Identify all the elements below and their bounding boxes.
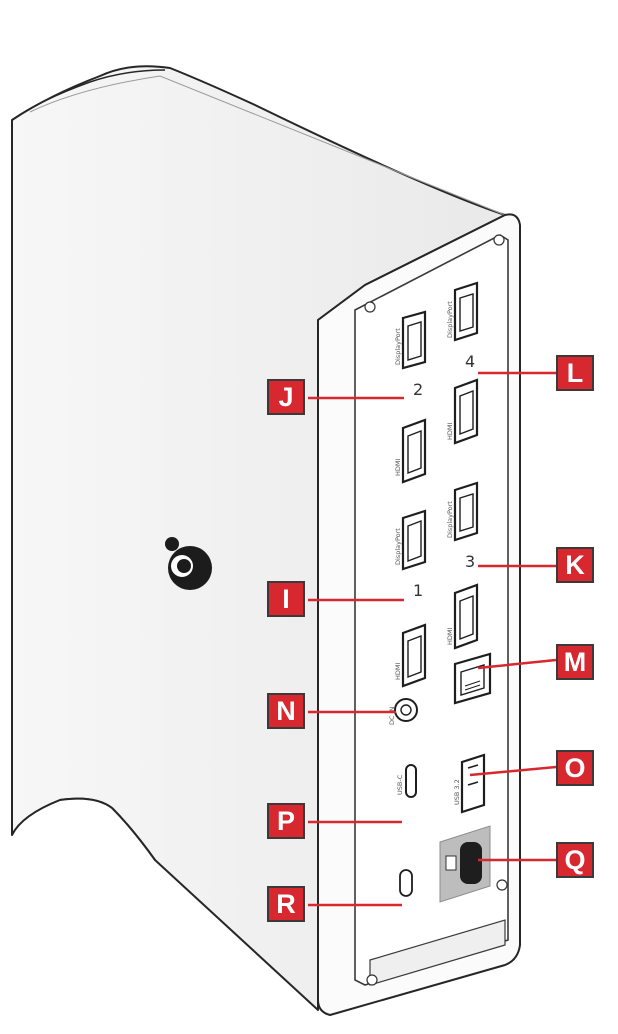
hdmi-port-2	[401, 418, 427, 484]
leader-line-o	[469, 765, 557, 777]
usb-c-port	[405, 764, 417, 798]
port-group-number-3: 3	[465, 552, 475, 571]
port-label-displayport: DisplayPort	[446, 301, 454, 338]
callout-r: R	[267, 886, 305, 922]
screw-icon	[493, 234, 505, 246]
port-group-number-4: 4	[465, 352, 475, 371]
security-lock-slot	[399, 869, 413, 897]
port-label-displayport: DisplayPort	[394, 528, 402, 565]
callout-j: J	[267, 379, 305, 415]
callout-q: Q	[556, 842, 594, 878]
displayport-2	[401, 310, 427, 370]
callout-n: N	[267, 693, 305, 729]
callout-p: P	[267, 803, 305, 839]
port-label-power: DC IN	[388, 706, 396, 725]
leader-line-m	[477, 658, 557, 670]
leader-lines	[308, 371, 557, 907]
port-label-usb-c: USB-C	[396, 774, 404, 795]
port-label-usb-a: USB 3.2	[453, 779, 461, 805]
callout-i: I	[267, 581, 305, 617]
power-switch	[439, 825, 491, 903]
device-body	[11, 65, 506, 1011]
callout-l: L	[556, 355, 594, 391]
port-group-number-2: 2	[413, 380, 423, 399]
displayport-1	[401, 509, 427, 571]
screw-icon	[496, 879, 508, 891]
callout-o: O	[556, 750, 594, 786]
hdmi-port-3	[453, 583, 479, 650]
hdmi-port-4	[453, 378, 479, 445]
port-label-hdmi: HDMI	[446, 627, 454, 645]
displayport-3	[453, 481, 479, 542]
port-group-number-1: 1	[413, 581, 423, 600]
usb-a-ports	[460, 753, 486, 814]
hdmi-port-1	[401, 623, 427, 688]
screw-icon	[366, 974, 378, 986]
power-jack	[394, 698, 418, 722]
callout-k: K	[556, 547, 594, 583]
port-label-displayport: DisplayPort	[394, 328, 402, 365]
screw-icon	[364, 301, 376, 313]
displayport-4	[453, 281, 479, 342]
callout-m: M	[556, 644, 594, 680]
port-label-hdmi: HDMI	[446, 422, 454, 440]
port-label-displayport: DisplayPort	[446, 501, 454, 538]
brand-logo-icon	[165, 537, 212, 590]
port-label-hdmi: HDMI	[394, 662, 402, 680]
ethernet-port	[453, 652, 492, 705]
port-label-hdmi: HDMI	[394, 458, 402, 476]
